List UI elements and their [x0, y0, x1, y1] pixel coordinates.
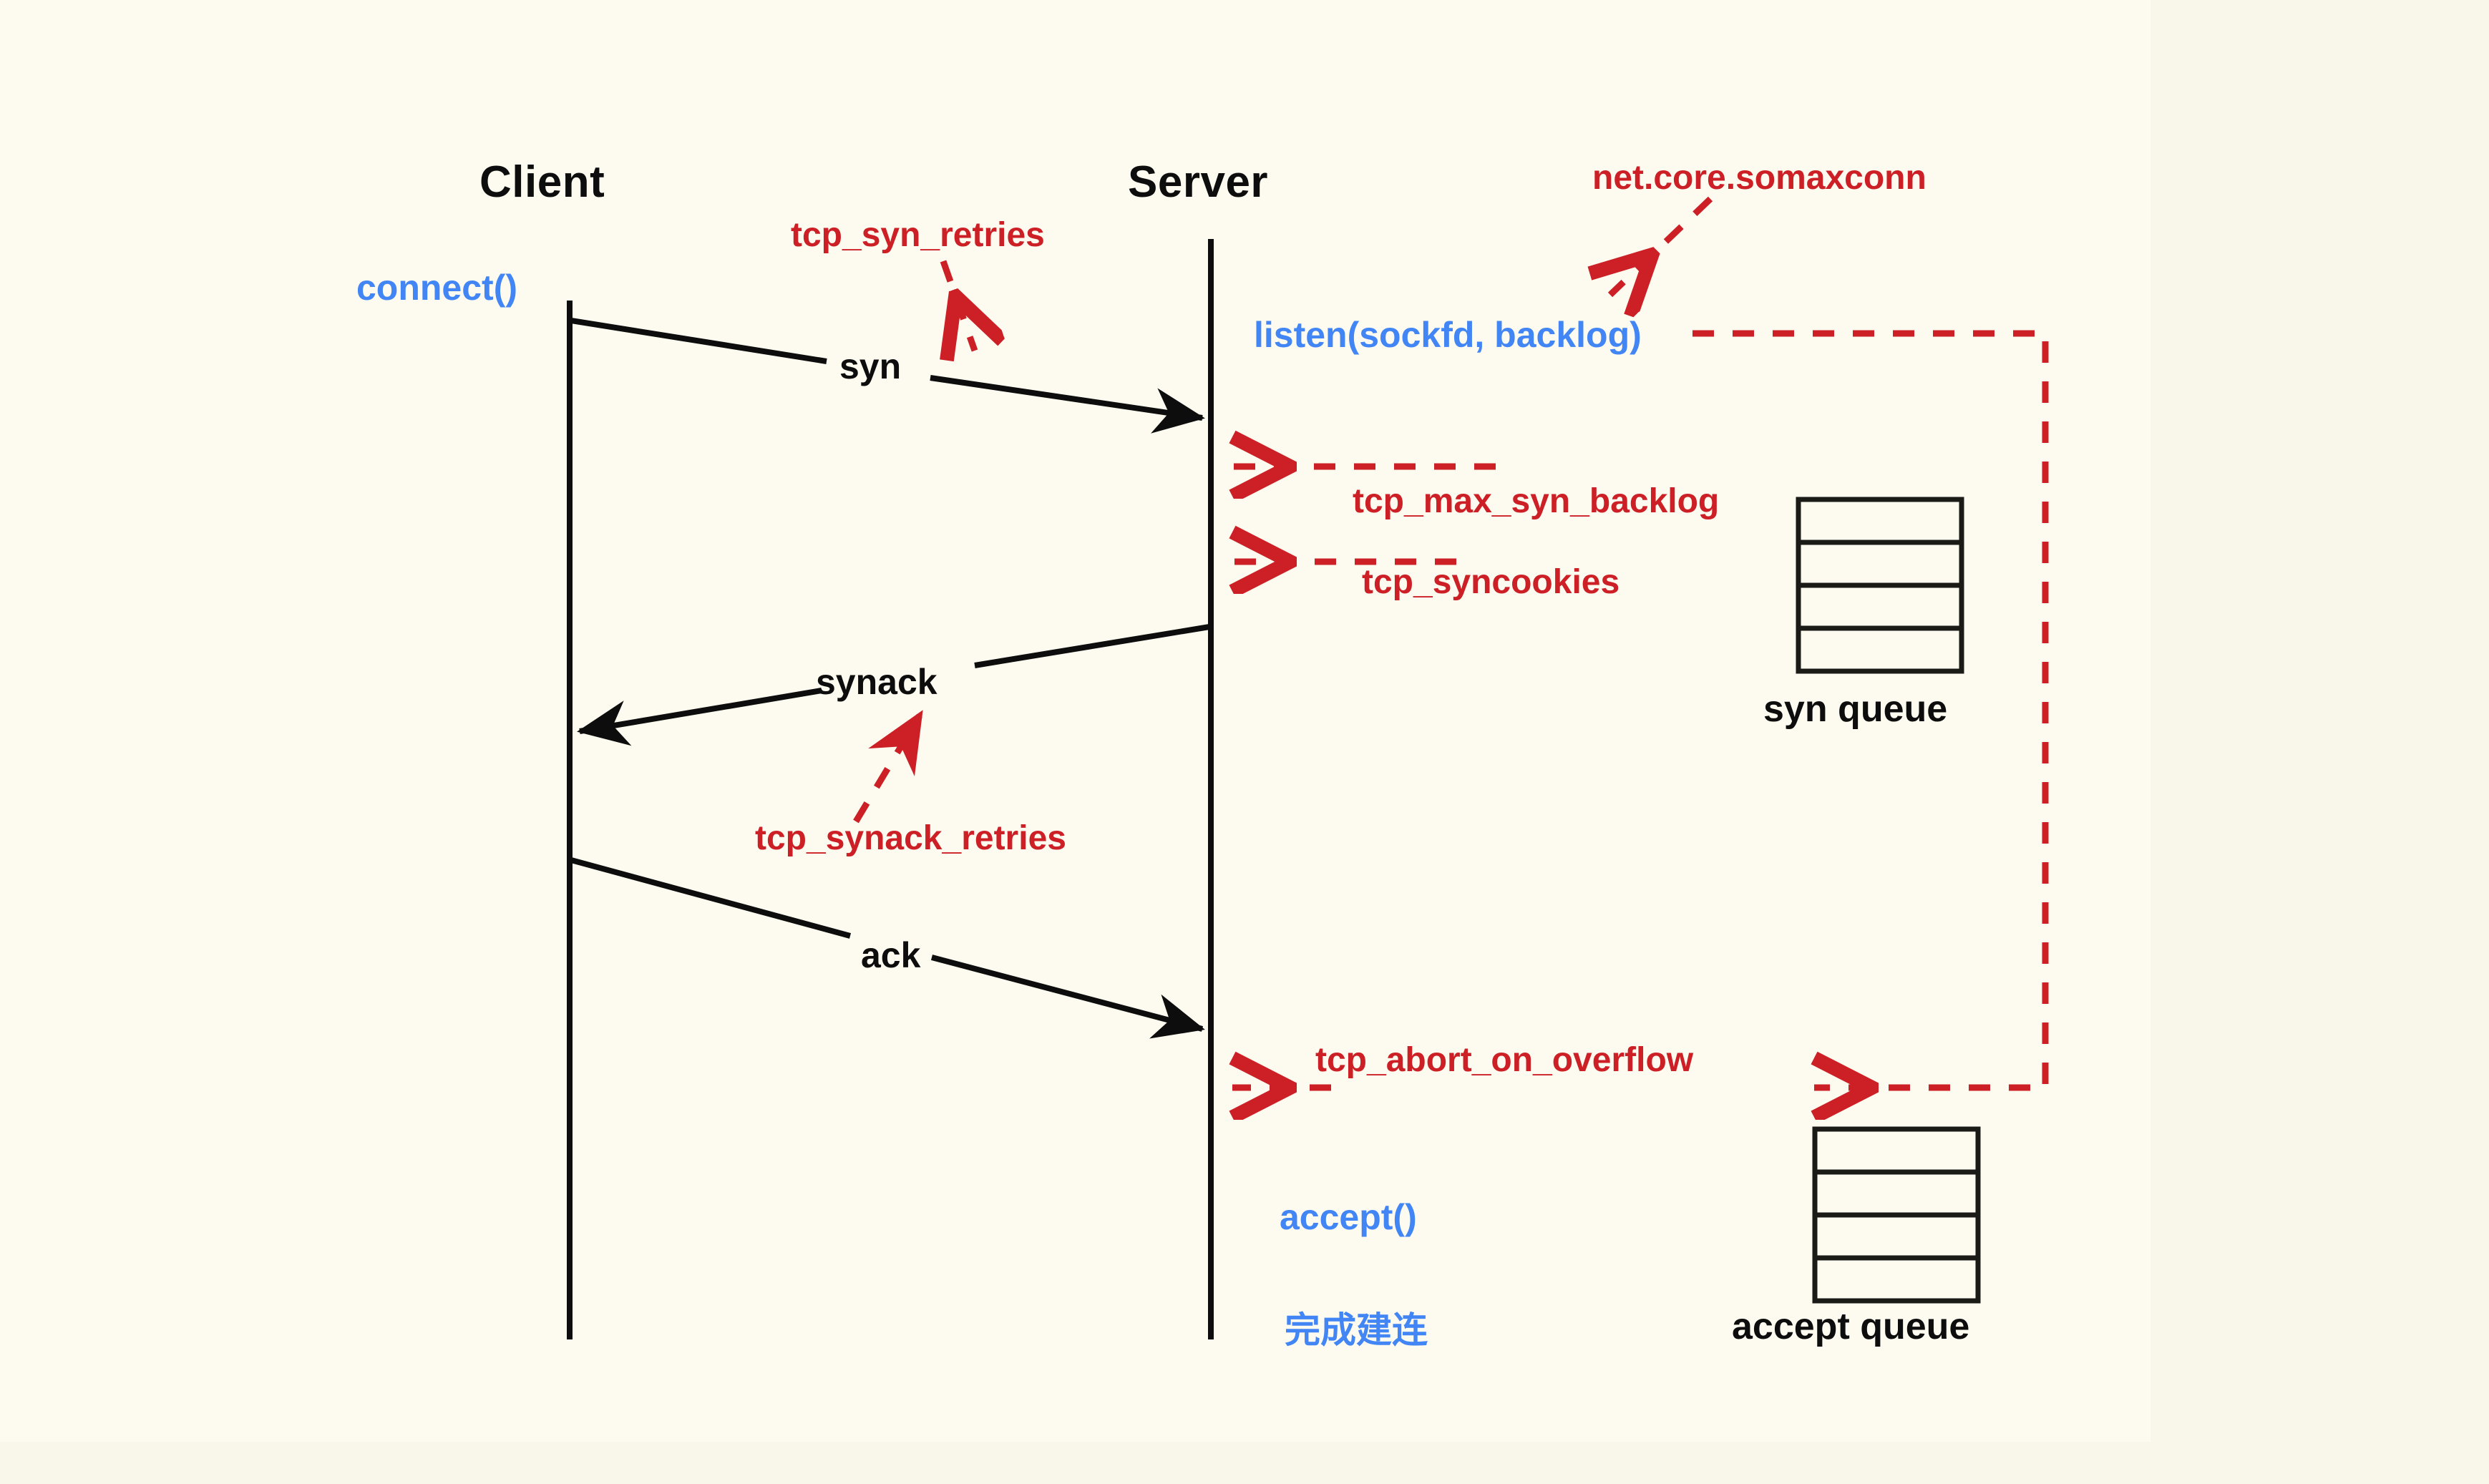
synack-arrow-right-segment	[974, 624, 1210, 668]
ack-arrow-left-segment	[570, 857, 852, 939]
queue-label-accept-queue: accept queue	[1732, 1306, 1970, 1347]
syn-arrow-left-segment	[570, 318, 827, 364]
syn-queue-box	[1796, 497, 1964, 674]
api-label-listen: listen(sockfd, backlog)	[1254, 315, 1642, 355]
syn-arrow-right-segment	[930, 375, 1205, 434]
backlog-routing-path	[1692, 330, 2049, 1088]
ack-arrow-right-segment	[930, 955, 1205, 1039]
tcp-syn-retries-pointer	[943, 260, 975, 351]
sysctl-label-tcp-syncookies: tcp_syncookies	[1362, 563, 1620, 601]
message-label-ack: ack	[861, 935, 921, 975]
sysctl-label-somaxconn: net.core.somaxconn	[1592, 159, 1927, 197]
accept-queue-box	[1812, 1126, 1981, 1304]
api-label-accept: accept()	[1280, 1197, 1417, 1237]
api-label-done: 完成建连	[1285, 1309, 1428, 1351]
sysctl-label-tcp-synack-retries: tcp_synack_retries	[755, 819, 1066, 857]
queue-label-syn-queue: syn queue	[1763, 688, 1948, 730]
actor-label-server: Server	[1128, 157, 1269, 207]
api-label-connect: connect()	[356, 268, 517, 308]
diagram-canvas	[0, 0, 2151, 1442]
message-label-syn: syn	[839, 346, 902, 386]
actor-label-client: Client	[479, 157, 605, 207]
sysctl-label-tcp-abort-on-overflow: tcp_abort_on_overflow	[1315, 1041, 1694, 1079]
tcp-synack-retries-pointer	[853, 710, 923, 824]
synack-arrow-left-segment	[577, 688, 822, 746]
message-label-synack: synack	[816, 662, 937, 702]
sysctl-label-tcp-max-syn-backlog: tcp_max_syn_backlog	[1353, 482, 1720, 520]
sysctl-label-tcp-syn-retries: tcp_syn_retries	[791, 216, 1045, 254]
somaxconn-pointer	[1610, 196, 1713, 295]
